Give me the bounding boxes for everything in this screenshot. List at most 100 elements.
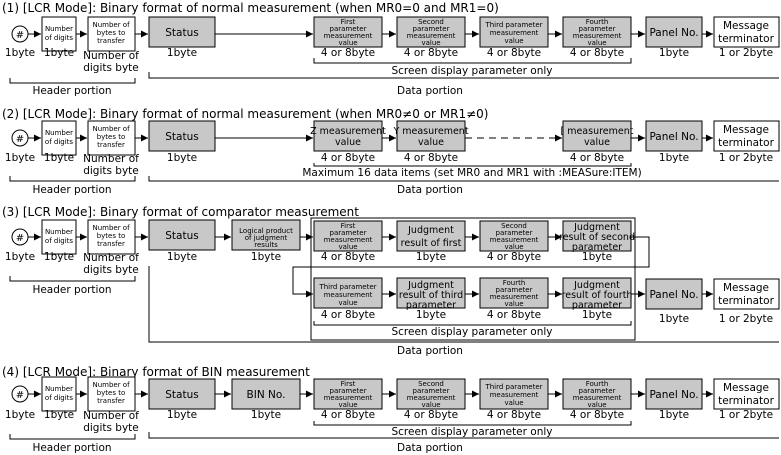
size-hash: 1byte [5, 152, 35, 164]
bytes-to-transfer-line3: transfer [97, 141, 125, 149]
z-measurement-line2: value [335, 137, 361, 148]
data-portion-bracket [148, 72, 779, 79]
size-p3: 4 or 8byte [321, 309, 375, 321]
screen-display-label: Screen display parameter only [391, 65, 552, 77]
z-measurement-line1: Z measurement [310, 126, 386, 137]
message-terminator-box [713, 278, 780, 310]
judgment-first-line1: Judgment [407, 225, 454, 236]
judgment-third-line1: Judgment [407, 280, 454, 291]
size-number-of-digits: 1byte [44, 152, 74, 164]
status-label: Status [165, 389, 198, 401]
status-box [148, 219, 216, 251]
screen-display-bracket [313, 58, 632, 64]
size-p3: 4 or 8byte [487, 409, 541, 421]
second-parameter-line1: Second [418, 380, 444, 388]
size-p1: 4 or 8byte [321, 251, 375, 263]
logical-product-line1: Logical product [239, 227, 293, 235]
bytes-to-transfer-line2: bytes to [97, 389, 126, 397]
size-hash: 1byte [5, 251, 35, 263]
size-bin: 1byte [251, 409, 281, 421]
number-of-digits-line1: Number [45, 129, 73, 137]
number-of-digits-line1: Number [45, 385, 73, 393]
section-3: (3) [LCR Mode]: Binary format of compara… [2, 205, 780, 357]
size-bytes-line2: digits byte [83, 165, 139, 177]
second-parameter-box [396, 16, 466, 48]
section-3-title: (3) [LCR Mode]: Binary format of compara… [2, 205, 359, 219]
size-bytes-line1: Number of [83, 153, 139, 165]
logical-product-line2: of judgment [245, 234, 288, 242]
header-portion-label: Header portion [32, 442, 111, 454]
judgment-third-line2: result of third [399, 290, 463, 301]
data-portion-label: Data portion [397, 85, 463, 97]
judgment-fourth-line3: parameter [572, 300, 622, 311]
bytes-to-transfer-line3: transfer [97, 37, 125, 45]
judgment-fourth-line2: result of fourth [562, 290, 633, 301]
third-parameter-line2: measurement [490, 391, 539, 399]
hash-symbol: # [16, 134, 24, 145]
size-p1: 4 or 8byte [321, 409, 375, 421]
message-terminator-line2: terminator [718, 295, 774, 307]
first-parameter-line2: parameter [330, 229, 367, 237]
data-portion-bracket [148, 266, 779, 343]
bytes-to-transfer-line3: transfer [97, 240, 125, 248]
third-parameter-box [313, 277, 383, 309]
first-parameter-line2: parameter [330, 387, 367, 395]
judgment-third-line3: parameter [406, 300, 456, 311]
second-parameter-box [396, 378, 466, 410]
second-parameter-line2: parameter [496, 229, 533, 237]
size-bytes-line2: digits byte [83, 264, 139, 276]
logical-product-box [231, 219, 301, 251]
fourth-parameter-line3: measurement [573, 394, 622, 402]
y-measurement-line1: Y measurement [392, 126, 468, 137]
fourth-parameter-line3: measurement [573, 32, 622, 40]
bytes-to-transfer-line2: bytes to [97, 29, 126, 37]
panel-no-label: Panel No. [649, 131, 698, 143]
data-portion-bracket [148, 176, 779, 182]
number-of-digits-line1: Number [45, 228, 73, 236]
second-parameter-line1: Second [501, 222, 527, 230]
header-portion-label: Header portion [32, 284, 111, 296]
fourth-parameter-line1: Fourth [503, 279, 526, 287]
header-portion-label: Header portion [32, 184, 111, 196]
bytes-to-transfer-line2: bytes to [97, 133, 126, 141]
y-measurement-line2: value [418, 137, 444, 148]
fourth-parameter-line4: value [587, 39, 606, 47]
message-terminator-box [713, 16, 780, 48]
first-parameter-line2: parameter [330, 25, 367, 33]
size-status: 1byte [167, 47, 197, 59]
screen-display-label: Screen display parameter only [391, 426, 552, 438]
section-4-title: (4) [LCR Mode]: Binary format of BIN mea… [2, 365, 310, 379]
size-panel: 1byte [659, 47, 689, 59]
status-label: Status [165, 230, 198, 242]
second-parameter-line1: Second [418, 18, 444, 26]
fourth-parameter-line2: parameter [496, 286, 533, 294]
number-of-digits-line2: of digits [45, 34, 73, 42]
size-terminator: 1 or 2byte [719, 152, 773, 164]
y-measurement-box [396, 120, 466, 152]
section-2: (2) [LCR Mode]: Binary format of normal … [2, 107, 780, 196]
size-p2: 4 or 8byte [487, 251, 541, 263]
second-parameter-line3: measurement [407, 394, 456, 402]
bytes-to-transfer-box [87, 219, 136, 255]
header-portion-bracket [9, 78, 136, 84]
hash-symbol: # [16, 30, 24, 41]
size-j1: 1byte [416, 251, 446, 263]
section-2-title: (2) [LCR Mode]: Binary format of normal … [2, 107, 488, 121]
screen-display-bracket [313, 421, 632, 426]
first-parameter-box [313, 220, 383, 252]
size-bytes-line1: Number of [83, 50, 139, 62]
l-measurement-line2: value [584, 137, 610, 148]
judgment-fourth-line1: Judgment [573, 280, 620, 291]
size-p4: 4 or 8byte [570, 409, 624, 421]
header-portion-label: Header portion [32, 85, 111, 97]
size-number-of-digits: 1byte [44, 251, 74, 263]
header-portion-bracket [9, 434, 136, 440]
logical-product-line3: results [254, 241, 278, 249]
size-terminator: 1 or 2byte [719, 47, 773, 59]
section-1-title: (1) [LCR Mode]: Binary format of normal … [2, 1, 499, 15]
size-p1: 4 or 8byte [321, 47, 375, 59]
size-status: 1byte [167, 251, 197, 263]
bytes-to-transfer-line1: Number of [92, 381, 130, 389]
third-parameter-line2: measurement [324, 291, 373, 299]
